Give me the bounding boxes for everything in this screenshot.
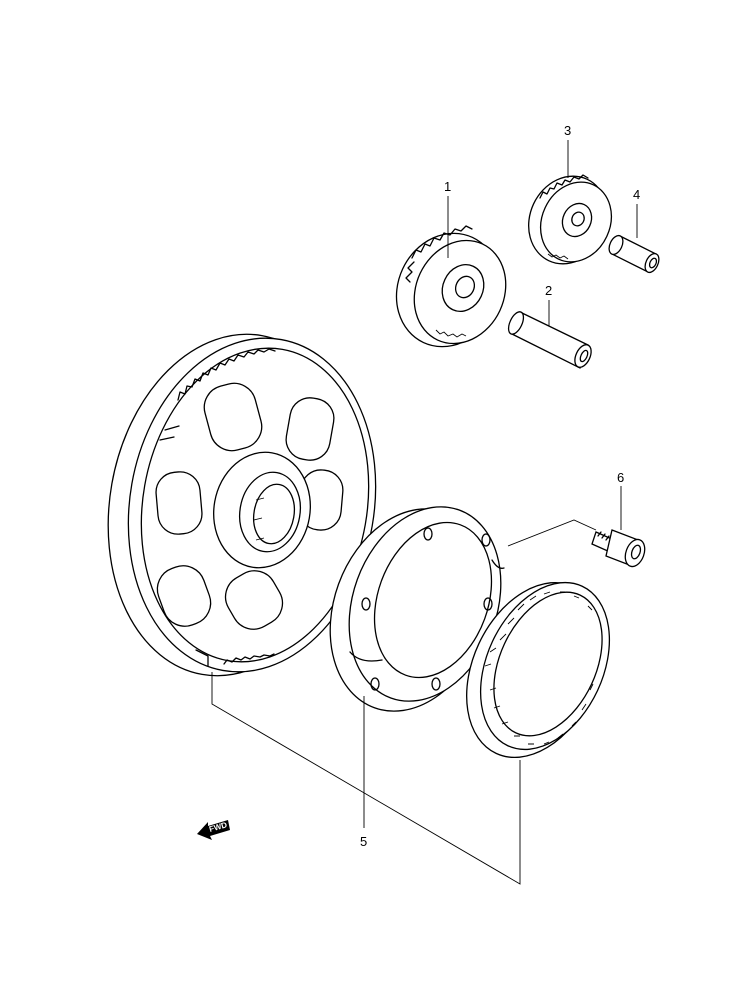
- part-6-bolt[interactable]: [591, 529, 648, 569]
- part-1-gear[interactable]: [378, 216, 522, 363]
- callout-3: 3: [564, 123, 571, 138]
- part-5-one-way-clutch-housing[interactable]: [303, 485, 527, 733]
- callout-4: 4: [633, 187, 640, 202]
- part-2-shaft[interactable]: [505, 310, 594, 370]
- callout-5: 5: [360, 834, 367, 849]
- callout-1: 1: [444, 179, 451, 194]
- callout-6: 6: [617, 470, 624, 485]
- leader-lines: [211, 140, 638, 885]
- fwd-arrow-icon: FWD: [197, 820, 230, 840]
- part-4-pin[interactable]: [606, 233, 661, 274]
- starter-driven-gear[interactable]: [82, 314, 401, 695]
- callout-2: 2: [545, 283, 552, 298]
- one-way-clutch-bearing[interactable]: [440, 560, 635, 779]
- part-3-gear[interactable]: [515, 163, 625, 277]
